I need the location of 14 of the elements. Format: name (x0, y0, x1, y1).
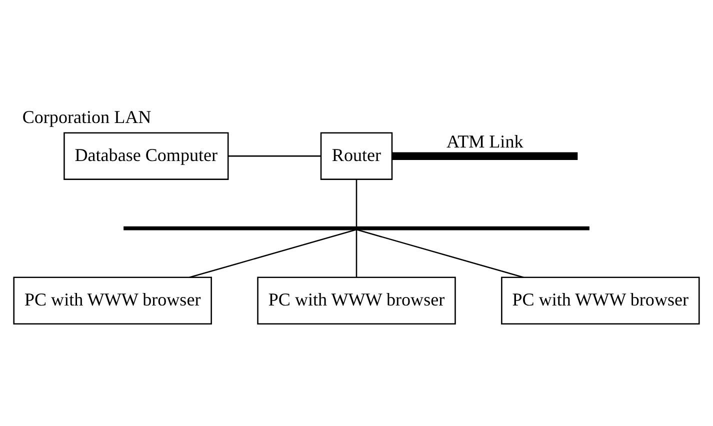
diagram-title: Corporation LAN (22, 106, 152, 126)
edge-label: ATM Link (446, 130, 524, 151)
node-bar (124, 226, 590, 230)
node-box: PC with WWW browser (257, 276, 456, 324)
connector (392, 152, 578, 160)
connector (356, 229, 358, 277)
connector (189, 228, 356, 278)
node-box: Database Computer (64, 132, 229, 180)
connector (356, 228, 524, 278)
node-box: PC with WWW browser (501, 276, 700, 324)
node-box: Router (320, 132, 393, 180)
connector (356, 178, 358, 226)
node-box: PC with WWW browser (13, 276, 212, 324)
connector (228, 154, 321, 156)
